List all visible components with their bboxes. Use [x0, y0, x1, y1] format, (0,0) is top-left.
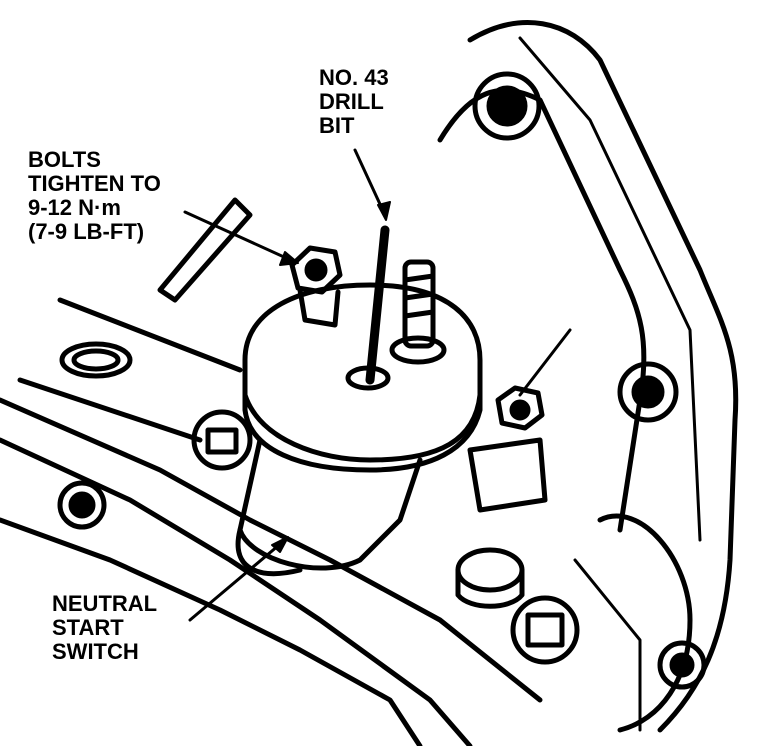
label-bolts-line-2: TIGHTEN TO — [28, 171, 161, 196]
case-plug — [455, 547, 525, 609]
label-drill-line-3: BIT — [319, 113, 355, 138]
switch-stud — [389, 259, 447, 365]
leader-bolts — [183, 210, 299, 266]
leader-right-bolt — [518, 328, 572, 397]
bracket-bolt-top — [472, 71, 542, 141]
label-neutral-start-switch: NEUTRAL START SWITCH — [52, 592, 157, 664]
mounting-bolt-left — [191, 409, 253, 471]
label-drill-line-2: DRILL — [319, 89, 384, 114]
case-rails — [0, 297, 543, 749]
case-oval-pin — [59, 341, 133, 379]
leader-drill — [353, 148, 391, 221]
mounting-bolt-right — [467, 385, 548, 513]
t-handle-tool — [157, 197, 253, 303]
label-bolts-line-3: 9-12 N·m — [28, 195, 121, 220]
leader-switch — [188, 536, 289, 622]
transmission-bracket — [437, 20, 739, 733]
label-switch-line-2: START — [52, 615, 124, 640]
rail-bolt-left — [57, 480, 107, 530]
drill-bit — [365, 225, 390, 385]
case-bolt-lower — [510, 595, 580, 665]
bracket-bolt-middle — [617, 361, 679, 423]
label-switch-line-1: NEUTRAL — [52, 591, 158, 616]
label-switch-line-3: SWITCH — [52, 639, 139, 664]
label-drill-line-1: NO. 43 — [319, 65, 389, 90]
switch-body — [235, 282, 483, 577]
mounting-bolt-top — [289, 245, 343, 328]
label-drill-bit: NO. 43 DRILL BIT — [319, 66, 389, 138]
bracket-bolt-lower — [657, 640, 707, 690]
label-bolts-torque: BOLTS TIGHTEN TO 9-12 N·m (7-9 LB-FT) — [28, 148, 161, 244]
label-bolts-line-1: BOLTS — [28, 147, 101, 172]
label-bolts-line-4: (7-9 LB-FT) — [28, 219, 145, 244]
